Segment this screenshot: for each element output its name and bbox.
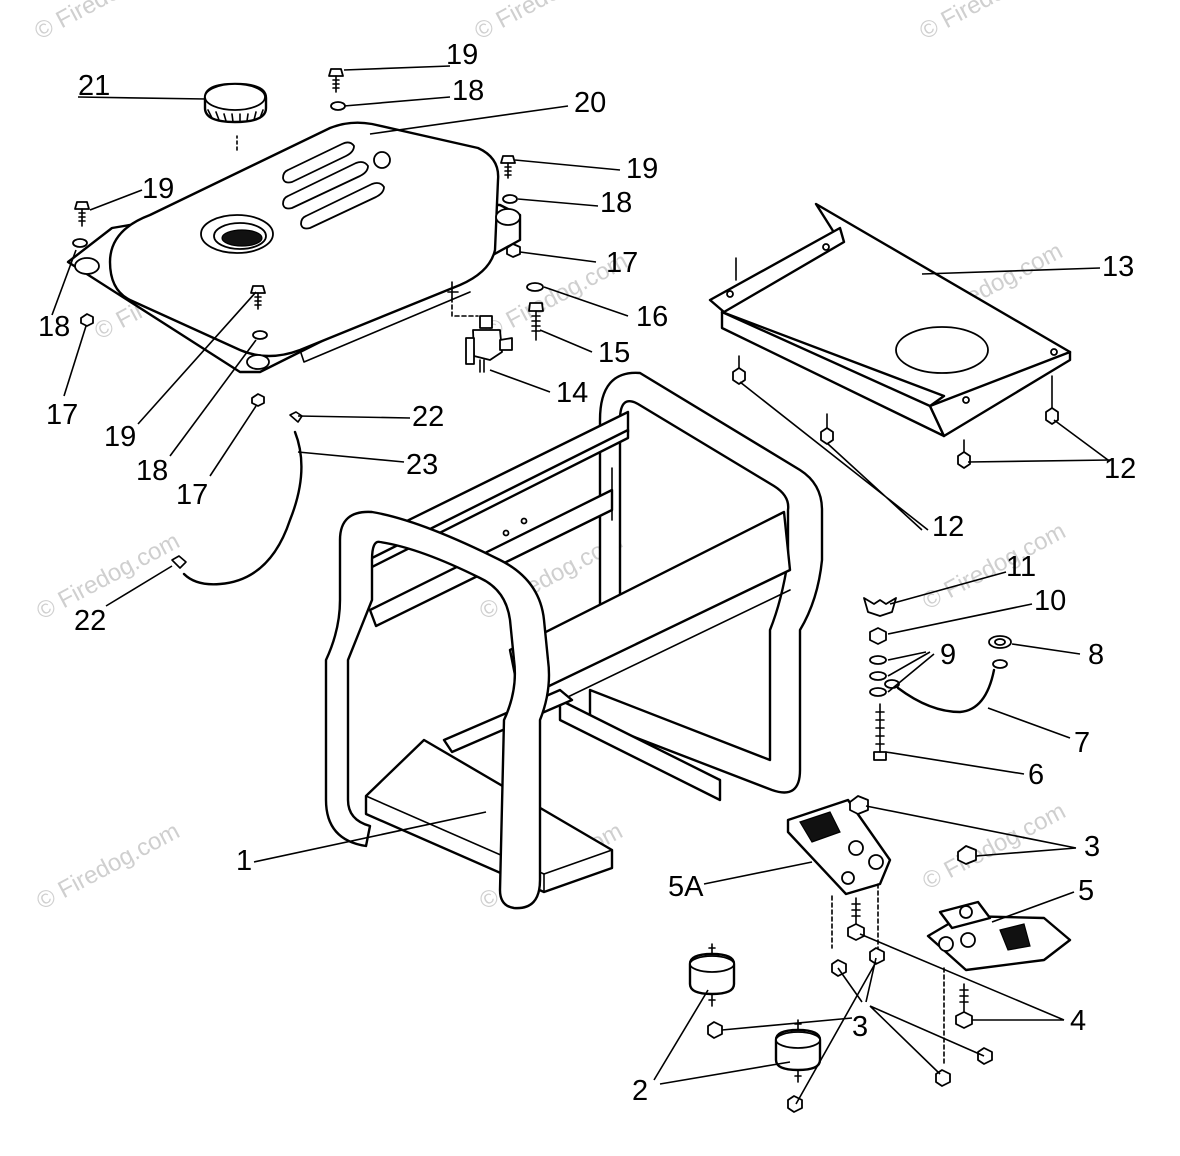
callout-2: 2	[632, 1075, 648, 1107]
screw	[1045, 375, 1059, 425]
callout-18: 18	[600, 187, 632, 219]
callout-16: 16	[636, 301, 668, 333]
tank-hardware	[72, 68, 544, 407]
callout-14: 14	[556, 377, 588, 409]
screw	[957, 439, 971, 469]
callout-8: 8	[1088, 639, 1104, 671]
callout-3: 3	[1084, 831, 1100, 863]
callout-23: 23	[406, 449, 438, 481]
callout-10: 10	[1034, 585, 1066, 617]
callout-12: 12	[932, 511, 964, 543]
callout-5a: 5A	[668, 871, 704, 903]
callout-1: 1	[236, 845, 252, 877]
callout-9: 9	[940, 639, 956, 671]
screw	[732, 355, 746, 385]
leader-lines	[51, 65, 1111, 1105]
callout-22: 22	[74, 605, 106, 637]
callout-4: 4	[1070, 1005, 1086, 1037]
callout-17: 17	[606, 247, 638, 279]
callout-numbers: 21 19 18 20 19 18 17 16 15 14 19 18 17 1…	[38, 39, 1136, 1107]
callout-5: 5	[1078, 875, 1094, 907]
watermark: © Firedog.com	[915, 0, 1067, 45]
callout-18: 18	[452, 75, 484, 107]
callout-12: 12	[1104, 453, 1136, 485]
callout-22: 22	[412, 401, 444, 433]
callout-19: 19	[104, 421, 136, 453]
engine-mount-5	[926, 845, 1072, 1087]
callout-18: 18	[136, 455, 168, 487]
callout-21: 21	[78, 70, 110, 102]
watermark: © Firedog.com	[470, 0, 622, 45]
watermark: © Firedog.com	[30, 0, 182, 45]
heat-shield	[708, 202, 1072, 469]
callout-11: 11	[1006, 551, 1036, 583]
callout-17: 17	[46, 399, 78, 431]
watermark: © Firedog.com	[32, 527, 184, 625]
callout-17: 17	[176, 479, 208, 511]
callout-19: 19	[626, 153, 658, 185]
watermark: © Firedog.com	[918, 797, 1070, 895]
callout-18: 18	[38, 311, 70, 343]
engine-mount-5a	[786, 795, 892, 977]
callout-7: 7	[1074, 727, 1090, 759]
frame	[324, 371, 824, 910]
fuel-tank	[66, 121, 522, 374]
screw	[820, 413, 834, 445]
callout-19: 19	[446, 39, 478, 71]
rubber-mount	[688, 943, 736, 1007]
callout-3: 3	[852, 1011, 868, 1043]
fuel-cap	[203, 82, 268, 124]
callout-15: 15	[598, 337, 630, 369]
watermark: © Firedog.com	[32, 817, 184, 915]
callout-13: 13	[1102, 251, 1134, 283]
ground-strap-hardware	[863, 597, 1012, 761]
callout-6: 6	[1028, 759, 1044, 791]
callout-19: 19	[142, 173, 174, 205]
callout-20: 20	[574, 87, 606, 119]
fuel-valve	[451, 297, 513, 373]
